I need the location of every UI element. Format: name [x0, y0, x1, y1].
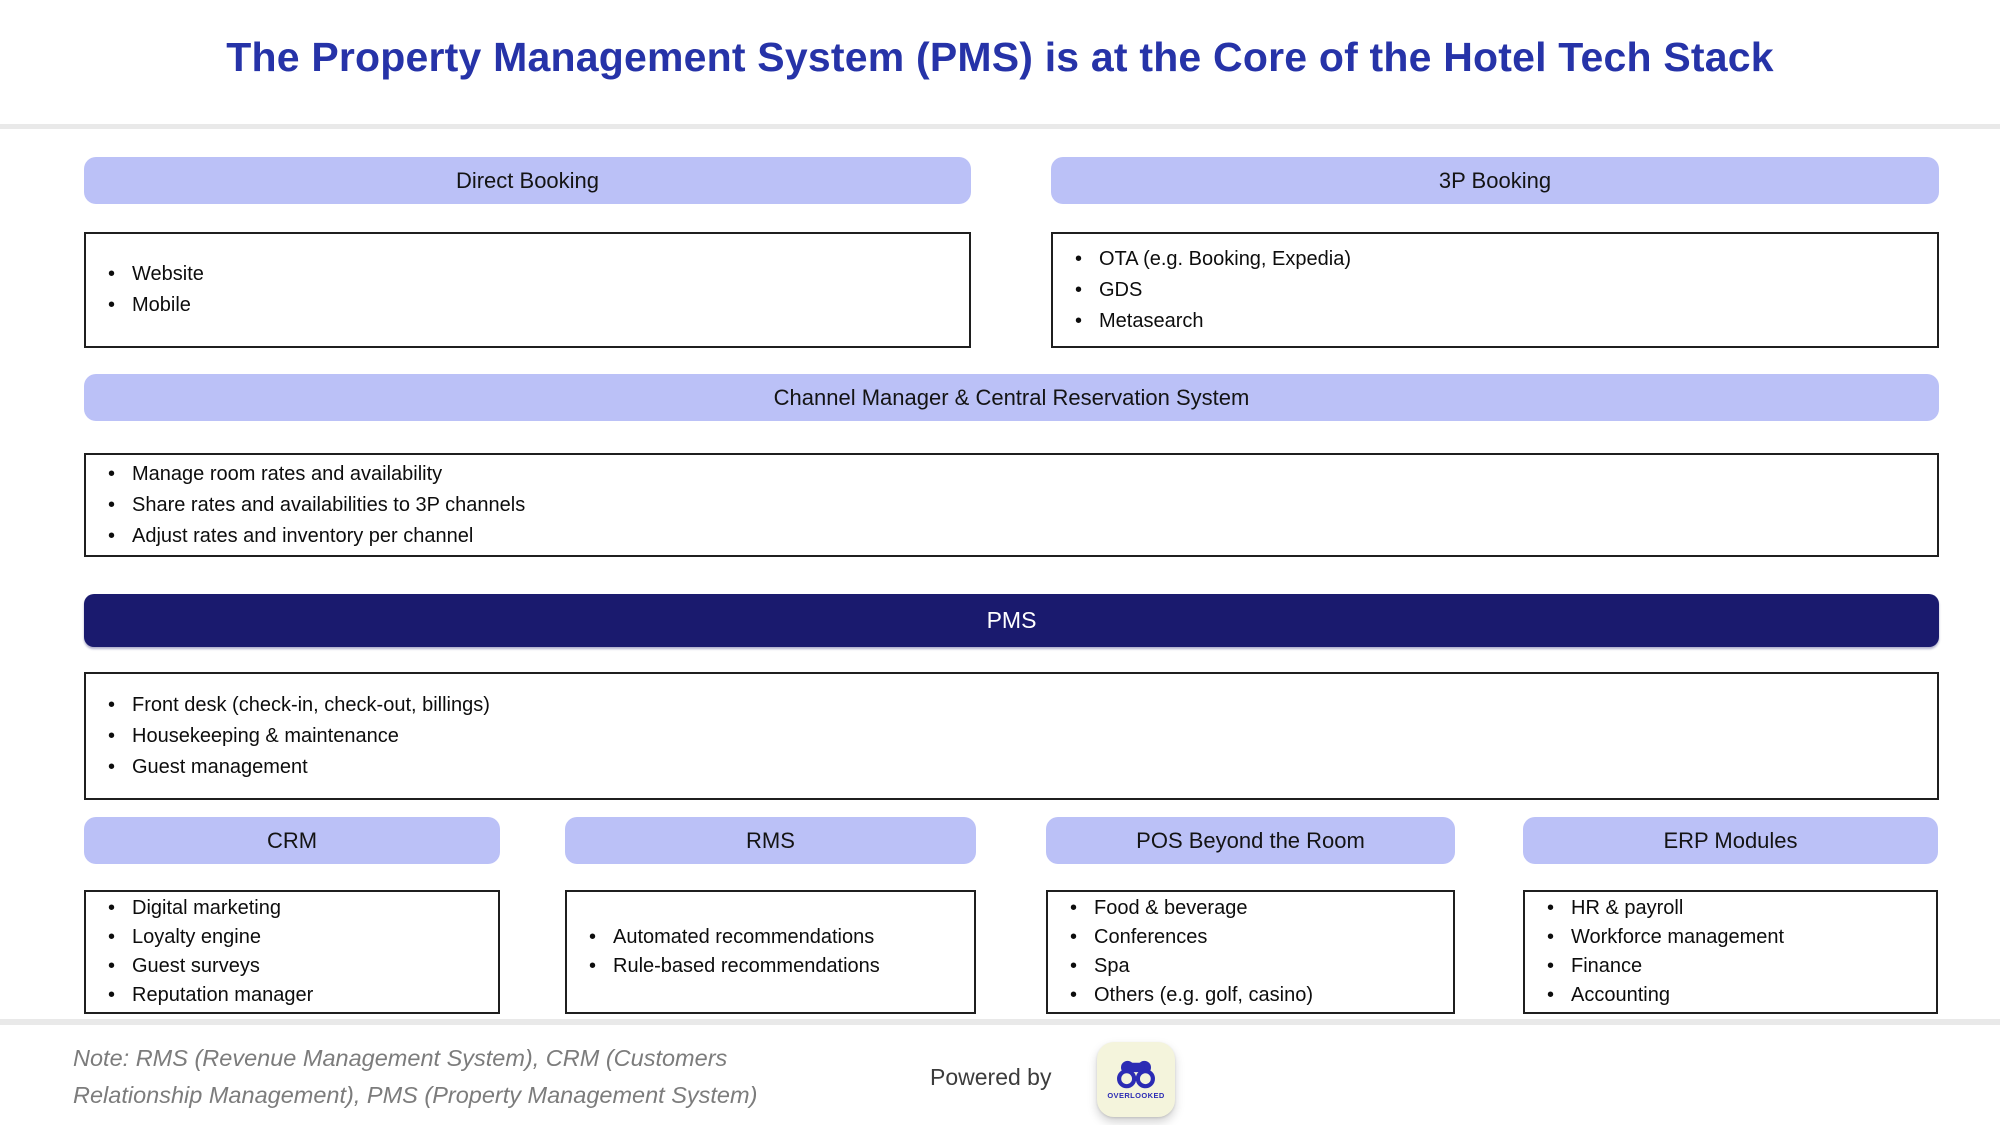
pms-box: Front desk (check-in, check-out, billing… — [84, 672, 1939, 800]
pos-list: Food & beverageConferencesSpaOthers (e.g… — [1048, 894, 1453, 1010]
section-header-direct-booking: Direct Booking — [84, 157, 971, 204]
footnote-line: Relationship Management), PMS (Property … — [73, 1082, 758, 1108]
section-header-pos: POS Beyond the Room — [1046, 817, 1455, 864]
section-header-label: PMS — [986, 607, 1037, 633]
section-header-channel-manager: Channel Manager & Central Reservation Sy… — [84, 374, 1939, 421]
list-item: Guest management — [102, 752, 1925, 783]
list-item: Metasearch — [1069, 306, 1925, 337]
channel-manager-box: Manage room rates and availabilityShare … — [84, 453, 1939, 557]
list-item: Adjust rates and inventory per channel — [102, 521, 1925, 552]
list-item: Loyalty engine — [102, 923, 486, 952]
section-header-label: 3P Booking — [1438, 167, 1552, 193]
list-item: Reputation manager — [102, 981, 486, 1010]
section-header-3p-booking: 3P Booking — [1051, 157, 1939, 204]
section-header-label: CRM — [266, 827, 318, 853]
list-item: Rule-based recommendations — [583, 952, 962, 981]
binoculars-icon — [1117, 1060, 1155, 1089]
page-title: The Property Management System (PMS) is … — [226, 34, 1774, 80]
list-item: Accounting — [1541, 981, 1924, 1010]
crm-list: Digital marketingLoyalty engineGuest sur… — [86, 894, 498, 1010]
list-item: Website — [102, 259, 957, 290]
list-item: Finance — [1541, 952, 1924, 981]
list-item: Automated recommendations — [583, 923, 962, 952]
overlooked-logo: OVERLOOKED — [1097, 1042, 1175, 1117]
list-item: Housekeeping & maintenance — [102, 721, 1925, 752]
list-item: Share rates and availabilities to 3P cha… — [102, 490, 1925, 521]
section-header-rms: RMS — [565, 817, 976, 864]
list-item: Digital marketing — [102, 894, 486, 923]
powered-by-label: Powered by — [930, 1064, 1052, 1090]
footnote: Note: RMS (Revenue Management System), C… — [73, 1040, 757, 1114]
list-item: HR & payroll — [1541, 894, 1924, 923]
section-header-erp: ERP Modules — [1523, 817, 1938, 864]
section-header-label: POS Beyond the Room — [1136, 827, 1365, 853]
channel-manager-list: Manage room rates and availabilityShare … — [86, 459, 1937, 552]
section-header-label: ERP Modules — [1663, 827, 1798, 853]
bottom-divider — [0, 1019, 2000, 1025]
list-item: OTA (e.g. Booking, Expedia) — [1069, 244, 1925, 275]
list-item: Manage room rates and availability — [102, 459, 1925, 490]
list-item: GDS — [1069, 275, 1925, 306]
rms-box: Automated recommendationsRule-based reco… — [565, 890, 976, 1014]
list-item: Conferences — [1064, 923, 1441, 952]
direct-booking-list: WebsiteMobile — [86, 259, 969, 321]
list-item: Guest surveys — [102, 952, 486, 981]
logo-wordmark: OVERLOOKED — [1107, 1091, 1165, 1100]
list-item: Mobile — [102, 290, 957, 321]
crm-box: Digital marketingLoyalty engineGuest sur… — [84, 890, 500, 1014]
erp-box: HR & payrollWorkforce managementFinanceA… — [1523, 890, 1938, 1014]
top-divider — [0, 124, 2000, 129]
list-item: Spa — [1064, 952, 1441, 981]
list-item: Front desk (check-in, check-out, billing… — [102, 690, 1925, 721]
pos-box: Food & beverageConferencesSpaOthers (e.g… — [1046, 890, 1455, 1014]
pms-list: Front desk (check-in, check-out, billing… — [86, 690, 1937, 783]
section-header-label: Direct Booking — [455, 167, 600, 193]
section-header-pms: PMS — [84, 594, 1939, 647]
list-item: Food & beverage — [1064, 894, 1441, 923]
section-header-label: RMS — [746, 827, 795, 853]
rms-list: Automated recommendationsRule-based reco… — [567, 923, 974, 981]
section-header-label: Channel Manager & Central Reservation Sy… — [773, 384, 1250, 410]
section-header-crm: CRM — [84, 817, 500, 864]
list-item: Others (e.g. golf, casino) — [1064, 981, 1441, 1010]
list-item: Workforce management — [1541, 923, 1924, 952]
footnote-line: Note: RMS (Revenue Management System), C… — [73, 1045, 728, 1071]
3p-booking-list: OTA (e.g. Booking, Expedia)GDSMetasearch — [1053, 244, 1937, 337]
erp-list: HR & payrollWorkforce managementFinanceA… — [1525, 894, 1936, 1010]
direct-booking-box: WebsiteMobile — [84, 232, 971, 348]
3p-booking-box: OTA (e.g. Booking, Expedia)GDSMetasearch — [1051, 232, 1939, 348]
